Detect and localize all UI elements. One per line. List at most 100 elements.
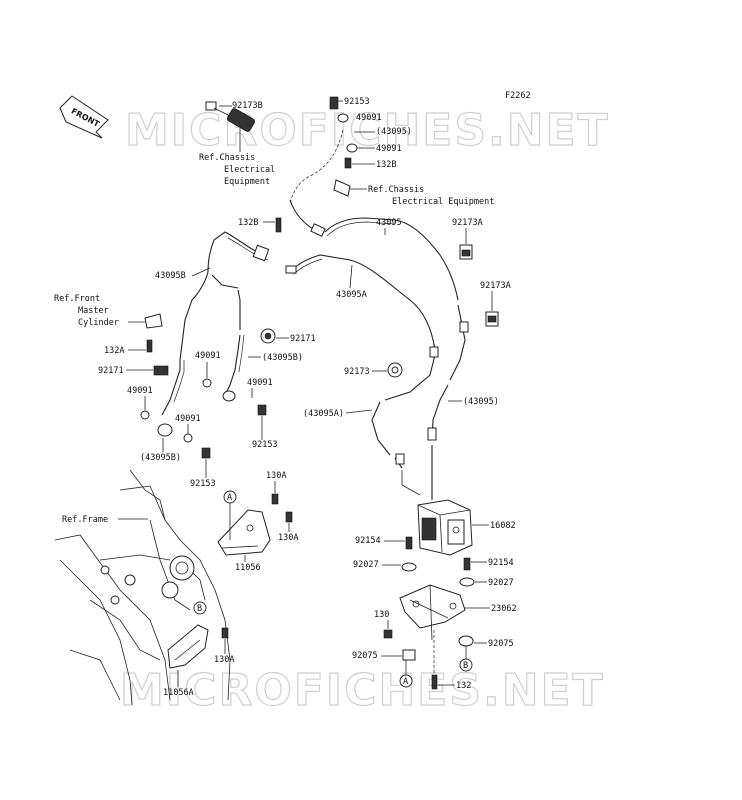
label-92173A-1: 92173A <box>452 218 483 228</box>
label-ref-B-2: B <box>463 661 468 671</box>
label-43095B-paren-2: (43095B) <box>140 453 181 463</box>
grommet-92173 <box>387 362 403 378</box>
clip-bracket <box>333 179 351 197</box>
master-cylinder-bracket <box>144 313 163 329</box>
label-92027-left: 92027 <box>353 560 379 570</box>
label-92171-left: 92171 <box>98 366 124 376</box>
frame-structure <box>54 469 231 706</box>
label-49091-f: 49091 <box>175 414 201 424</box>
bracket-11056 <box>217 509 271 556</box>
label-92075-left: 92075 <box>352 651 378 661</box>
bolt-130A-1 <box>271 493 279 505</box>
bolt-132B-left <box>275 217 282 233</box>
label-92171-right: 92171 <box>290 334 316 344</box>
label-92153-low: 92153 <box>190 479 216 489</box>
label-92153-top: 92153 <box>344 97 370 107</box>
label-132: 132 <box>456 681 471 691</box>
fitting-e <box>427 427 437 441</box>
label-132B-top: 132B <box>376 160 396 170</box>
bolt-130A-3 <box>221 627 229 639</box>
label-ref-chassis-1c: Equipment <box>224 177 270 187</box>
washer-49091-a <box>337 113 349 123</box>
fitting-b <box>429 346 439 358</box>
label-43095A-paren: (43095A) <box>303 409 344 419</box>
label-ref-chassis-2b: Electrical Equipment <box>392 197 494 207</box>
bolt-132A <box>146 339 153 353</box>
label-130A-3: 130A <box>214 655 234 665</box>
washer-49091-c <box>202 378 212 388</box>
label-ref-frame: Ref.Frame <box>62 515 108 525</box>
label-ref-A-1: A <box>227 493 232 503</box>
label-43095A: 43095A <box>336 290 367 300</box>
sensor-92173B <box>205 101 255 132</box>
washer-92027-right <box>459 577 475 587</box>
label-ref-A-2: A <box>403 677 408 687</box>
fitting-d <box>395 453 405 465</box>
label-49091-d: 49091 <box>247 378 273 388</box>
clip-92173A-2 <box>485 311 499 327</box>
label-92173A-2: 92173A <box>480 281 511 291</box>
clamp-132B <box>252 244 270 262</box>
label-43095B: 43095B <box>155 271 186 281</box>
fitting-a <box>285 265 297 274</box>
bolt-130A-2 <box>285 511 293 523</box>
label-92153-mid: 92153 <box>252 440 278 450</box>
label-43095B-paren-1: (43095B) <box>262 353 303 363</box>
label-92154-left: 92154 <box>355 536 381 546</box>
grommet-92075-left <box>402 649 416 661</box>
label-43095-paren-right: (43095) <box>463 397 499 407</box>
label-49091-a: 49091 <box>356 113 382 123</box>
label-43095-paren-top: (43095) <box>376 127 412 137</box>
fitting-c <box>459 321 469 333</box>
label-132B-left: 132B <box>238 218 258 228</box>
label-ref-front-b: Master <box>78 306 109 316</box>
label-23062: 23062 <box>491 604 517 614</box>
bolt-132B-top <box>344 157 352 169</box>
bracket-23062 <box>399 584 466 641</box>
banjo-fitting-a <box>222 390 236 402</box>
washer-49091-f <box>183 433 193 443</box>
abs-unit-16082 <box>417 499 473 556</box>
nut-130 <box>383 629 393 639</box>
label-92173B: 92173B <box>232 101 263 111</box>
label-130A-2: 130A <box>278 533 298 543</box>
label-ref-front-a: Ref.Front <box>54 294 100 304</box>
label-92075-right: 92075 <box>488 639 514 649</box>
watermark-bottom: MICROFICHES.NET <box>120 665 605 716</box>
washer-49091-e <box>140 410 150 420</box>
front-arrow-icon: FRONT <box>59 95 109 139</box>
label-49091-e: 49091 <box>127 386 153 396</box>
label-11056A: 11056A <box>163 688 194 698</box>
clamp-92171-right <box>260 328 276 344</box>
label-130: 130 <box>374 610 389 620</box>
label-92173: 92173 <box>344 367 370 377</box>
label-16082: 16082 <box>490 521 516 531</box>
banjo-fitting-b <box>157 423 173 437</box>
clamp-92171-left <box>153 365 169 376</box>
label-49091-c: 49091 <box>195 351 221 361</box>
ref-B-1 <box>193 601 207 615</box>
bolt-92154-left <box>405 536 413 550</box>
label-130A-1: 130A <box>266 471 286 481</box>
clip-92173A-1 <box>459 244 473 260</box>
diagram-id: F2262 <box>505 91 531 101</box>
label-ref-chassis-2a: Ref.Chassis <box>368 185 424 195</box>
label-ref-chassis-1b: Electrical <box>224 165 275 175</box>
label-92154-right: 92154 <box>488 558 514 568</box>
label-ref-B-1: B <box>197 604 202 614</box>
label-92027-right: 92027 <box>488 578 514 588</box>
bolt-92153-mid <box>257 404 267 416</box>
bolt-92153-low <box>201 447 211 459</box>
grommet-92075-right <box>458 635 474 647</box>
bracket-11056A <box>167 624 209 669</box>
bolt-132 <box>431 674 438 690</box>
label-ref-chassis-1a: Ref.Chassis <box>199 153 255 163</box>
bolt-92154-right <box>463 557 471 571</box>
label-43095-top: 43095 <box>376 218 402 228</box>
washer-49091-b <box>346 143 358 153</box>
label-11056: 11056 <box>235 563 261 573</box>
bolt-92153-top <box>329 96 339 110</box>
label-ref-front-c: Cylinder <box>78 318 119 328</box>
washer-92027-left <box>401 562 417 572</box>
